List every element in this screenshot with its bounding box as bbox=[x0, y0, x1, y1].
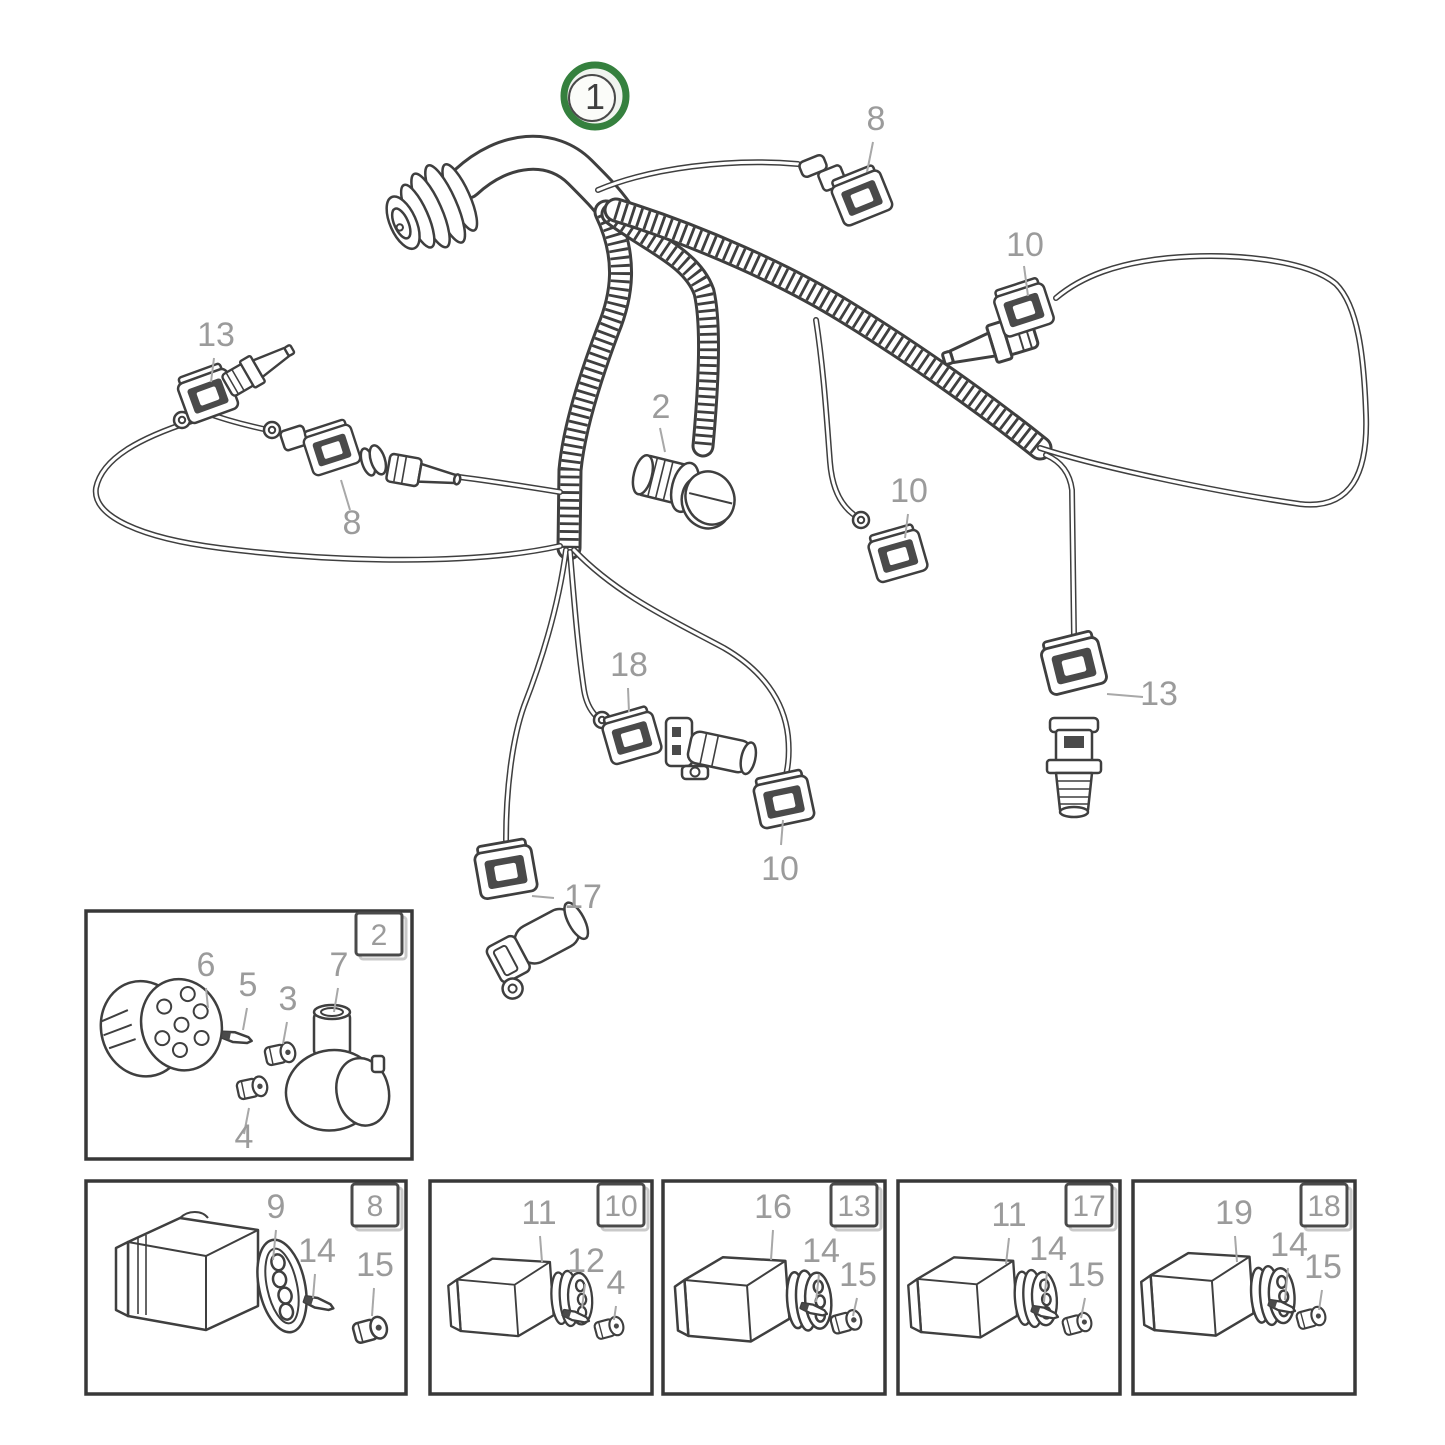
inset-badge-13: 13 bbox=[829, 1182, 883, 1232]
part-label-4: 4 bbox=[607, 1264, 626, 1302]
part-label-4: 4 bbox=[235, 1118, 254, 1156]
connector-17-glyph bbox=[471, 836, 540, 902]
inset-badge-17: 17 bbox=[1064, 1182, 1118, 1232]
sensor-17-mate-glyph bbox=[485, 901, 590, 1000]
inset-badge-8-label: 8 bbox=[367, 1190, 384, 1223]
part-label-15: 15 bbox=[839, 1256, 877, 1294]
part-label-19: 19 bbox=[1215, 1194, 1253, 1232]
inset-box-10: 10 11 12 4 bbox=[428, 1179, 654, 1396]
part-label-16: 16 bbox=[754, 1188, 792, 1226]
inset-badge-2: 2 bbox=[354, 911, 408, 961]
part-label-7: 7 bbox=[330, 946, 349, 984]
connector-13-right-glyph bbox=[1037, 628, 1110, 819]
inset-badge-18: 18 bbox=[1299, 1182, 1353, 1232]
connector-2-glyph bbox=[631, 453, 736, 530]
inset-badge-13-label: 13 bbox=[837, 1190, 870, 1223]
part-callout-13-left: 13 bbox=[197, 316, 235, 354]
harness-wires bbox=[92, 159, 1370, 843]
part-label-6: 6 bbox=[197, 946, 216, 984]
sensor-18-mate-glyph bbox=[664, 716, 758, 781]
part-label-14: 14 bbox=[802, 1232, 840, 1270]
inset-box-8: 8 9 14 15 bbox=[84, 1179, 408, 1396]
part-label-12: 12 bbox=[567, 1242, 605, 1280]
inset-box-13: 13 16 14 15 bbox=[661, 1179, 887, 1396]
big-connector-glyph bbox=[114, 1211, 308, 1334]
inset-box-17: 17 11 14 15 bbox=[896, 1179, 1122, 1396]
harness-artwork bbox=[92, 134, 1370, 1000]
inset-box-18: 18 19 14 15 bbox=[1131, 1179, 1357, 1396]
part-callout-8-top: 8 bbox=[867, 100, 886, 138]
inset-box-2: 2 6 5 bbox=[84, 909, 414, 1161]
part-callout-10-mid: 10 bbox=[890, 472, 928, 510]
main-round-connector-glyph bbox=[385, 163, 479, 251]
connector-8-left-glyph bbox=[262, 416, 462, 488]
part-label-9: 9 bbox=[267, 1188, 286, 1226]
inset-badge-18-label: 18 bbox=[1307, 1190, 1340, 1223]
inset-badge-8: 8 bbox=[350, 1182, 404, 1232]
part-callout-2: 2 bbox=[652, 388, 671, 426]
part-callout-8-left: 8 bbox=[343, 504, 362, 542]
part-label-15: 15 bbox=[1304, 1248, 1342, 1286]
part-label-3: 3 bbox=[279, 980, 298, 1018]
part-label-14: 14 bbox=[1029, 1230, 1067, 1268]
part-label-11: 11 bbox=[991, 1196, 1026, 1234]
connector-10-right-glyph bbox=[936, 275, 1057, 380]
part-callout-18: 18 bbox=[610, 646, 648, 684]
part-label-5: 5 bbox=[239, 966, 258, 1004]
callout-1-number: 1 bbox=[585, 76, 605, 117]
connector-10-mid-glyph bbox=[851, 510, 931, 585]
inset-badge-2-label: 2 bbox=[371, 919, 388, 952]
part-callout-10-bottom: 10 bbox=[761, 850, 799, 888]
inset-badge-10-label: 10 bbox=[604, 1190, 637, 1223]
part-label-14: 14 bbox=[1270, 1226, 1308, 1264]
callout-1-badge[interactable]: 1 bbox=[560, 61, 630, 131]
round-connector-6-glyph bbox=[99, 977, 224, 1078]
part-label-14: 14 bbox=[298, 1232, 336, 1270]
boot-7-glyph bbox=[284, 1003, 391, 1132]
part-callout-10-right: 10 bbox=[1006, 226, 1044, 264]
part-callout-17: 17 bbox=[564, 878, 602, 916]
part-label-11: 11 bbox=[521, 1194, 556, 1232]
connector-18-glyph bbox=[592, 703, 665, 767]
part-label-15: 15 bbox=[1067, 1256, 1105, 1294]
part-callout-13-right: 13 bbox=[1140, 675, 1178, 713]
inset-badge-10: 10 bbox=[596, 1182, 650, 1232]
connector-8-top-glyph bbox=[798, 153, 896, 229]
part-label-15: 15 bbox=[356, 1246, 394, 1284]
inset-badge-17-label: 17 bbox=[1072, 1190, 1105, 1223]
harness-callouts: 8 10 13 8 2 10 18 10 17 13 bbox=[197, 100, 1178, 916]
